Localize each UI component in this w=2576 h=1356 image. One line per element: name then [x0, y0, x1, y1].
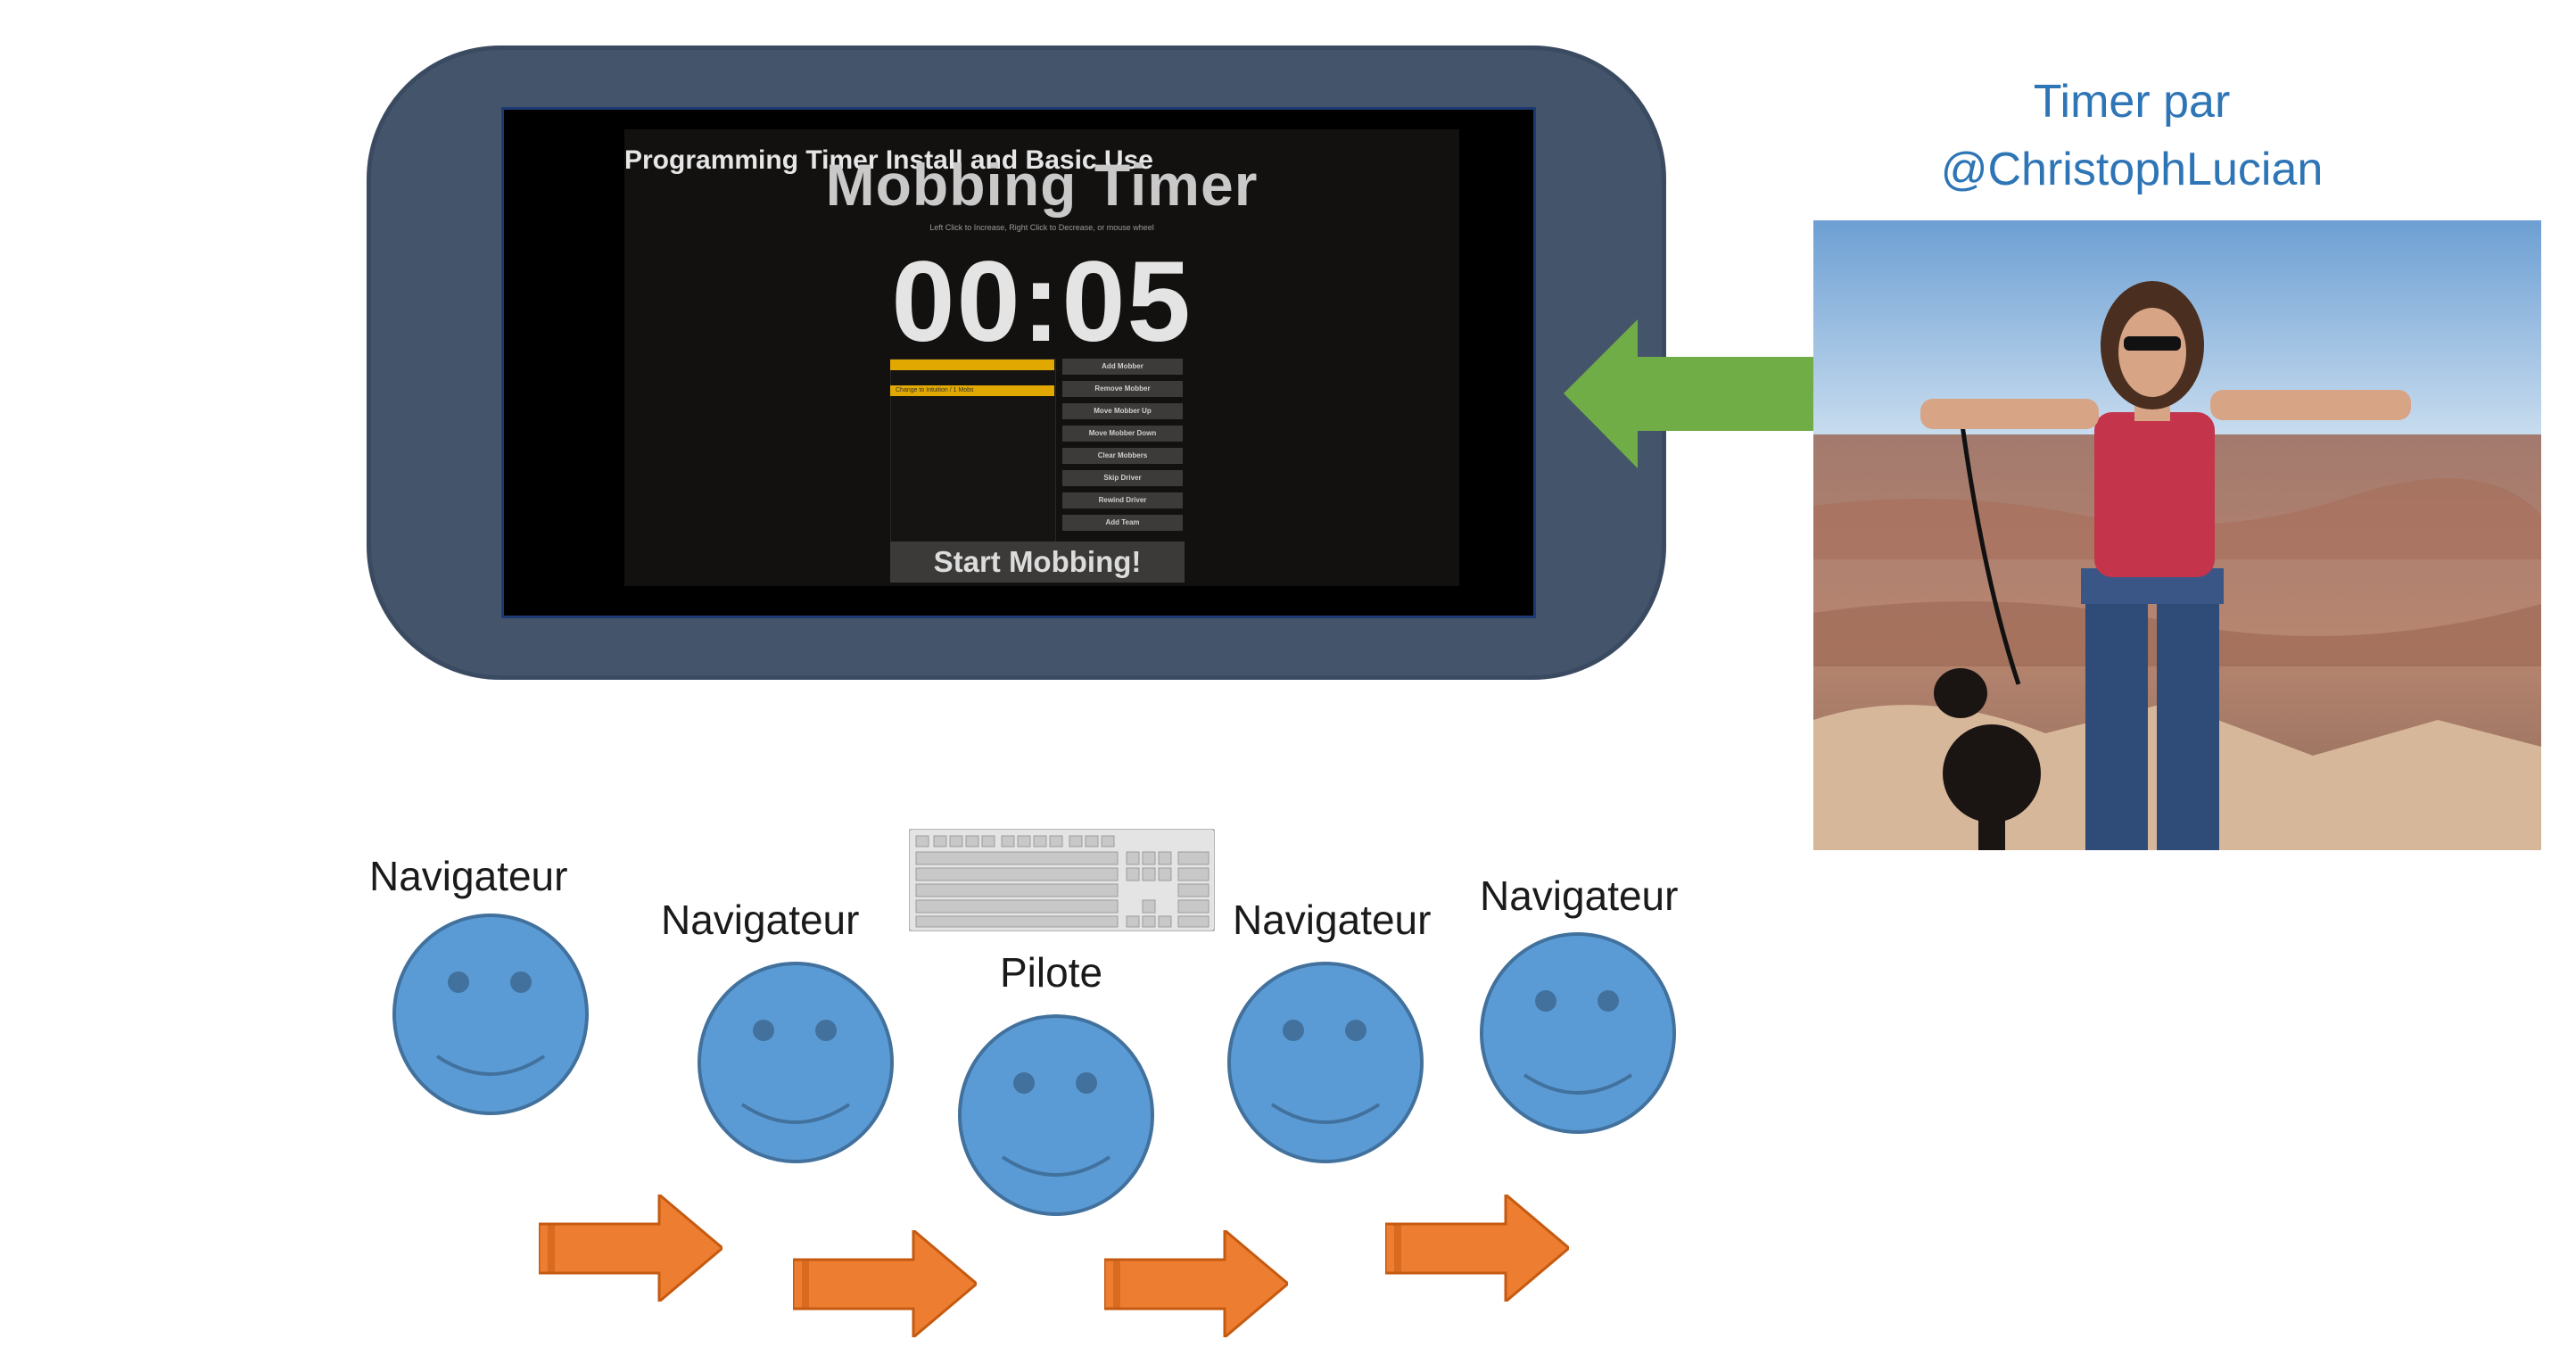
member-label-1: Navigateur	[369, 853, 568, 899]
add-team-button[interactable]: Add Team	[1062, 515, 1183, 531]
member-label-4: Navigateur	[1233, 897, 1432, 943]
timer-credit: Timer par @ChristophLucian	[1820, 68, 2444, 203]
member-label-2: Navigateur	[661, 897, 860, 943]
keyboard-icon	[909, 829, 1215, 931]
rotation-arrow-icon	[539, 1195, 722, 1302]
green-arrow-icon	[1564, 319, 1819, 468]
start-mobbing-button[interactable]: Start Mobbing!	[890, 542, 1185, 583]
author-photo	[1813, 220, 2541, 850]
member-label-pilot: Pilote	[1000, 949, 1103, 996]
timer-clock: 00:05	[891, 238, 1193, 366]
smiley-face-icon	[698, 962, 894, 1163]
timer-hint: Left Click to Increase, Right Click to D…	[929, 223, 1154, 232]
rewind-driver-button[interactable]: Rewind Driver	[1062, 492, 1183, 508]
credit-line-2: @ChristophLucian	[1940, 144, 2324, 195]
timer-video: Programming Timer Install and Basic Use …	[624, 129, 1459, 586]
smiley-face-icon	[1227, 962, 1424, 1163]
mobber-list-item[interactable]: Change to Intuition / 1 Mobs	[890, 385, 1054, 396]
member-label-5: Navigateur	[1480, 872, 1679, 919]
timer-app-title: Mobbing Timer	[825, 152, 1259, 218]
timer-screenshot: Programming Timer Install and Basic Use …	[501, 107, 1536, 618]
remove-mobber-button[interactable]: Remove Mobber	[1062, 381, 1183, 397]
skip-driver-button[interactable]: Skip Driver	[1062, 470, 1183, 486]
smiley-face-icon	[392, 914, 589, 1115]
mobber-list-header	[890, 360, 1054, 370]
rotation-arrow-icon	[1385, 1195, 1569, 1302]
move-mobber-down-button[interactable]: Move Mobber Down	[1062, 426, 1183, 442]
clear-mobbers-button[interactable]: Clear Mobbers	[1062, 448, 1183, 464]
rotation-arrow-icon	[793, 1230, 977, 1337]
add-mobber-button[interactable]: Add Mobber	[1062, 359, 1183, 375]
phone-frame: Programming Timer Install and Basic Use …	[367, 45, 1666, 680]
smiley-face-icon	[958, 1014, 1154, 1216]
rotation-arrow-icon	[1104, 1230, 1288, 1337]
smiley-face-icon	[1480, 932, 1676, 1134]
move-mobber-up-button[interactable]: Move Mobber Up	[1062, 403, 1183, 419]
credit-line-1: Timer par	[2033, 76, 2231, 128]
